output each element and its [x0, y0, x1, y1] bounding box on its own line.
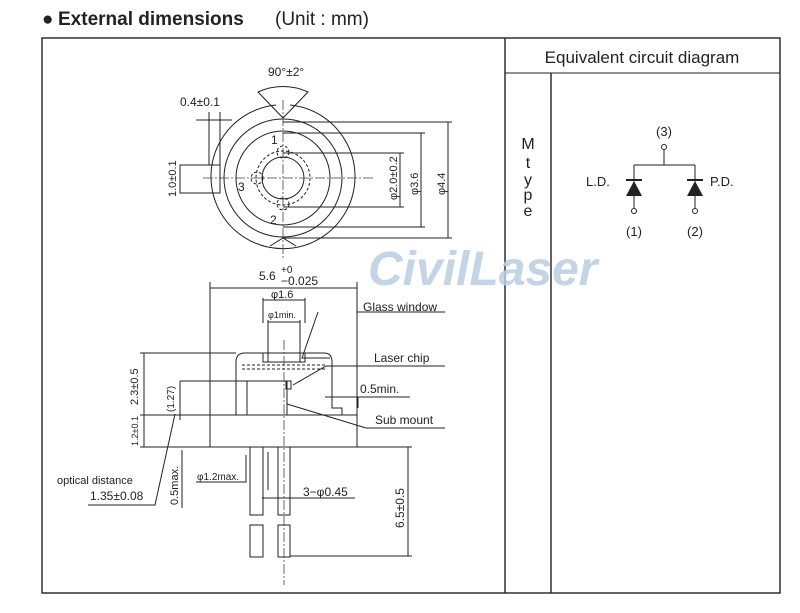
side-view-drawing: [88, 282, 445, 585]
tab-width-label: 1.0±0.1: [167, 160, 179, 197]
circuit-header: Equivalent circuit diagram: [545, 48, 740, 67]
type-letter: y: [524, 172, 532, 189]
watermark-logo: CivilLaser: [368, 243, 600, 296]
type-letter: M: [521, 136, 534, 153]
width-tol-minus: −0.025: [281, 274, 318, 288]
window-diameter-label: φ1.6: [271, 289, 293, 301]
cap-height-label: 2.3±0.5: [129, 368, 141, 405]
ref-height-label: (1.27): [166, 386, 177, 412]
pin-base-label: φ1.2max.: [197, 472, 239, 483]
frame-border: [41, 37, 781, 594]
tab-thickness-label: 0.4±0.1: [180, 95, 220, 109]
pin-2-label: 2: [270, 213, 277, 227]
glass-window-label: Glass window: [363, 300, 437, 314]
type-letter: t: [526, 155, 531, 172]
optical-distance-value: 1.35±0.08: [90, 489, 144, 503]
node-2-terminal: [692, 208, 698, 214]
node-3-terminal: [661, 144, 667, 150]
heading-bullet: ●: [42, 9, 53, 30]
node-1-terminal: [631, 208, 637, 214]
diameter-44-label: φ4.4: [436, 173, 448, 195]
pin-3-label: 3: [238, 180, 245, 194]
pin-length-label: 6.5±0.5: [393, 488, 407, 528]
tab: [179, 164, 221, 194]
angle-notch: [257, 86, 309, 119]
pd-label: P.D.: [710, 174, 734, 189]
top-view-drawing: [179, 86, 452, 260]
pin-1-label: 1: [271, 133, 278, 147]
type-letter: e: [524, 203, 533, 220]
heading-unit: (Unit : mm): [275, 9, 369, 30]
angle-label: 90°±2°: [268, 65, 304, 79]
diameter-2-label: φ2.0±0.2: [388, 156, 400, 200]
base-height-label: 1.2±0.1: [130, 416, 140, 446]
heading-title: External dimensions: [58, 9, 244, 30]
diameter-36-label: φ3.6: [409, 173, 421, 195]
node-2-label: (2): [687, 224, 703, 239]
node-3-label: (3): [656, 124, 672, 139]
circuit-diagram: [626, 144, 703, 214]
sub-mount-label: Sub mount: [375, 413, 434, 427]
min-gap-label: 0.5min.: [360, 382, 399, 396]
ld-label: L.D.: [586, 174, 610, 189]
pin-diameter-label: 3−φ0.45: [303, 485, 348, 499]
max-05-label: 0.5max.: [169, 466, 181, 505]
width-label: 5.6: [259, 269, 276, 283]
optical-distance-label: optical distance: [57, 475, 133, 487]
type-letter: p: [524, 187, 533, 204]
width-tol-plus: +0: [281, 265, 293, 276]
node-1-label: (1): [626, 224, 642, 239]
laser-chip-label: Laser chip: [374, 351, 430, 365]
base-flange: [209, 414, 358, 448]
aperture-label: φ1min.: [268, 310, 296, 320]
